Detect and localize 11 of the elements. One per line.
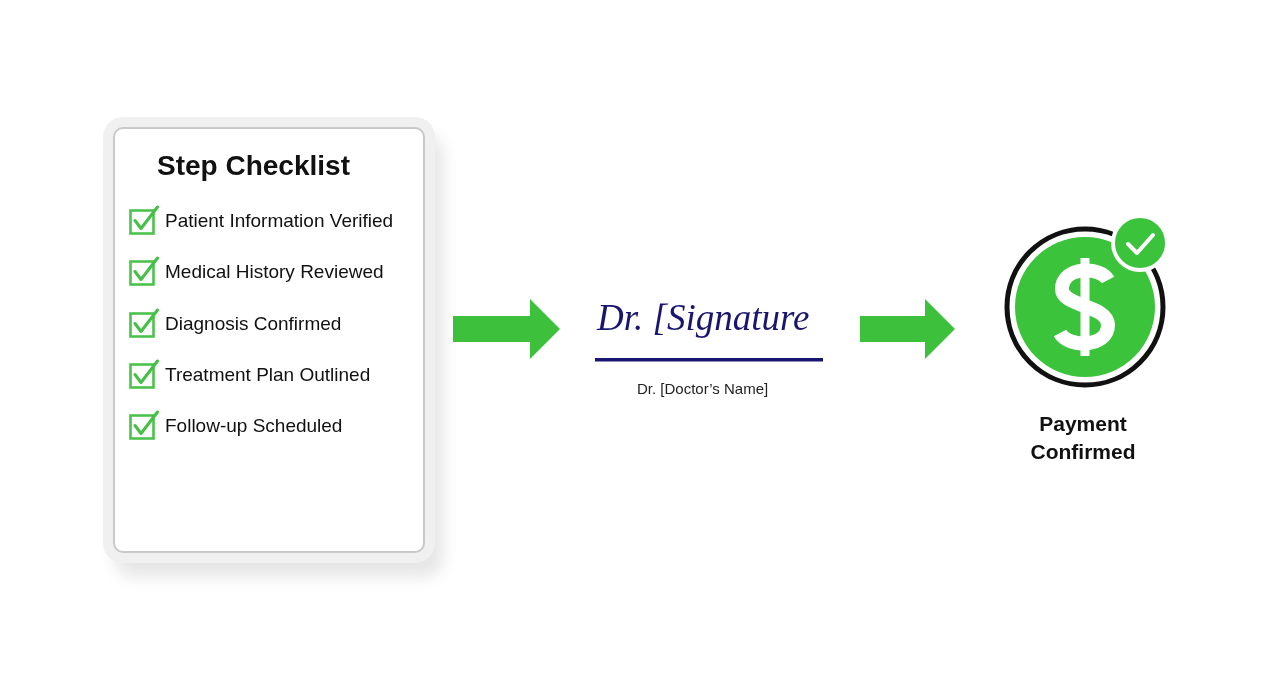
arrow <box>860 299 955 359</box>
checklist-item: Treatment Plan Outlined <box>165 362 371 387</box>
signer-name: Dr. [Doctor’s Name] <box>637 379 769 399</box>
checklist-item: Medical History Reviewed <box>165 260 384 285</box>
checklist-item: Diagnosis Confirmed <box>165 311 342 336</box>
arrow <box>453 299 560 359</box>
status-label: Payment Confirmed <box>1029 411 1137 465</box>
handwritten-signature: Dr. [Signature <box>597 296 810 340</box>
checklist-item: Follow-up Scheduled <box>165 414 343 439</box>
card-title: Step Checklist <box>157 149 350 183</box>
checklist-item: Patient Information Verified <box>165 209 394 233</box>
